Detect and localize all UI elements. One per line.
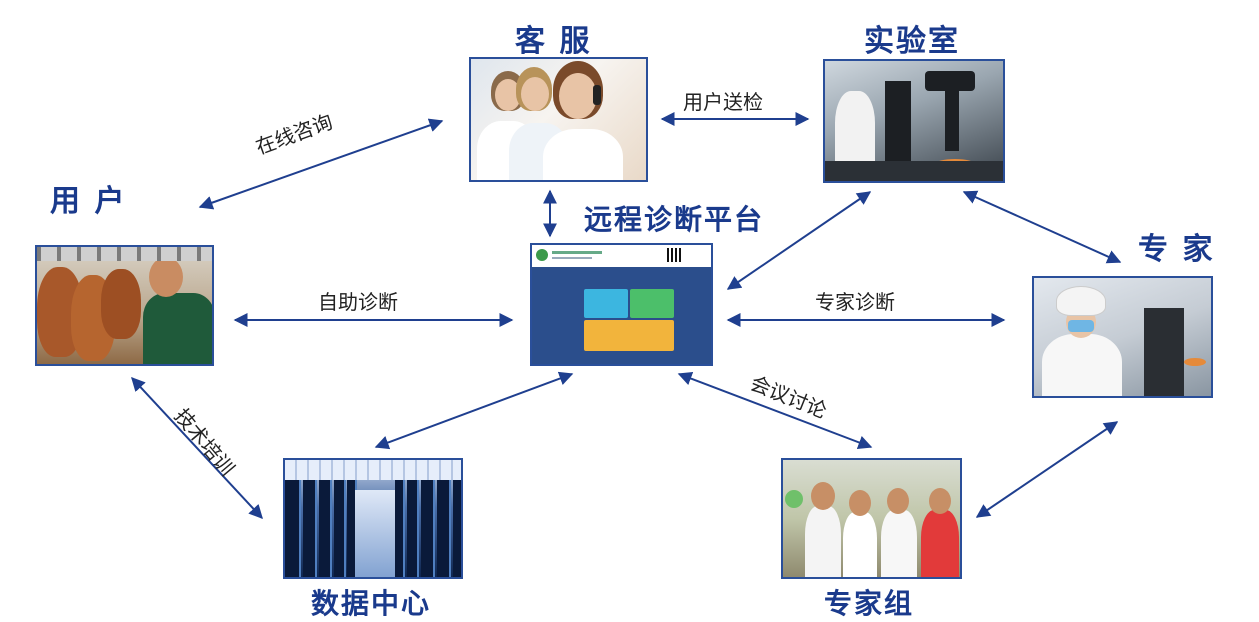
edge-label-expert-diagnosis: 专家诊断 <box>815 290 895 314</box>
expert-microscope-photo <box>1032 276 1213 398</box>
arrow-lab-expert <box>962 190 1122 264</box>
kefu-title: 客 服 <box>515 24 592 59</box>
platform-tile-green <box>630 289 674 318</box>
farmer-with-cattle-photo <box>35 245 214 366</box>
edge-label-self-diagnosis: 自助诊断 <box>318 290 398 314</box>
expert-group-photo <box>781 458 962 579</box>
arrow-lab-platform <box>726 191 872 290</box>
platform-screenshot <box>530 243 713 366</box>
lab-title: 实验室 <box>864 24 960 59</box>
group-title: 专家组 <box>824 587 915 620</box>
platform-title: 远程诊断平台 <box>584 203 765 236</box>
arrow-platform-datacenter <box>374 371 574 450</box>
server-room-photo <box>283 458 463 579</box>
user-title: 用 户 <box>50 184 127 219</box>
edge-label-user-send-test: 用户送检 <box>683 90 763 114</box>
laboratory-photo <box>823 59 1005 183</box>
arrow-user-kefu <box>198 118 444 210</box>
arrow-expert-group <box>975 421 1119 518</box>
arrow-user-datacenter <box>131 376 263 520</box>
platform-screen-header <box>532 245 711 267</box>
customer-service-photo <box>469 57 648 182</box>
arrow-platform-group <box>677 371 873 450</box>
platform-tile-blue <box>584 289 628 318</box>
platform-tile-yellow <box>584 320 674 351</box>
datacenter-title: 数据中心 <box>311 587 432 620</box>
expert-title: 专 家 <box>1138 232 1215 267</box>
